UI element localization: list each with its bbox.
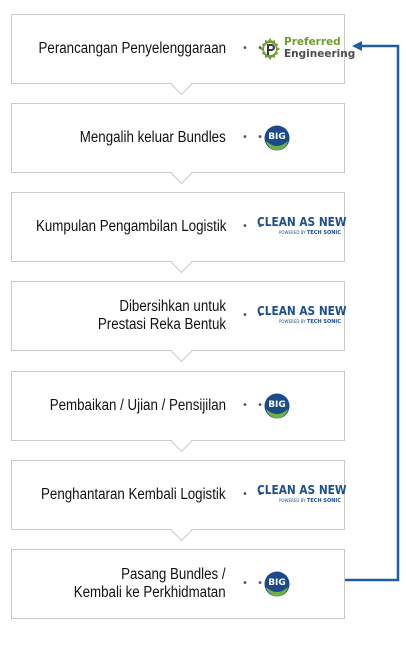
step-dibersihkan-untuk-prestasi: Dibersihkan untuk Prestasi Reka Bentuk •… [11,281,347,363]
big-badge-icon [264,393,290,419]
dotted-connector: • • [242,221,266,232]
step-kumpulan-pengambilan-logistik: Kumpulan Pengambilan Logistik • • CLEAN … [11,192,347,274]
step-penghantaran-kembali-logistik: Penghantaran Kembali Logistik • • CLEAN … [11,460,347,542]
big-badge-icon [264,125,290,151]
step-label: Pasang Bundles / Kembali ke Perkhidmatan [74,566,226,601]
clean-as-new-logo: CLEAN AS NEW POWERED BY TECH SONIC [257,304,347,325]
arrow-head-icon [352,41,362,51]
dotted-connector: • • [242,578,266,589]
step-pasang-bundles-kembali: Pasang Bundles / Kembali ke Perkhidmatan… [11,549,345,619]
big-badge-icon [264,571,290,597]
step-label: Kumpulan Pengambilan Logistik [35,218,226,235]
dotted-connector: • • [242,132,266,143]
step-perancangan-penyelenggaraan: Perancangan Penyelenggaraan • • Preferre… [11,14,355,96]
gear-icon [260,38,280,60]
step-label: Mengalih keluar Bundles [80,129,226,146]
dotted-connector: • • [242,489,266,500]
logo-line-1: Preferred [284,36,341,48]
connector-line [345,44,400,582]
step-mengalih-keluar-bundles: Mengalih keluar Bundles • • BIG [11,103,345,185]
dotted-connector: • • [242,43,266,54]
preferred-engineering-logo: Preferred Engineering [258,36,355,62]
clean-as-new-logo: CLEAN AS NEW POWERED BY TECH SONIC [257,483,347,504]
step-pembaikan-ujian-pensijilan: Pembaikan / Ujian / Pensijilan • • BIG [11,371,345,453]
step-label: Penghantaran Kembali Logistik [41,486,226,503]
step-label: Pembaikan / Ujian / Pensijilan [49,397,226,414]
step-label: Dibersihkan untuk Prestasi Reka Bentuk [97,298,226,333]
clean-as-new-logo: CLEAN AS NEW POWERED BY TECH SONIC [257,215,347,236]
dotted-connector: • • [242,310,266,321]
big-logo: BIG [264,393,290,419]
logo-line-2: Engineering [284,48,356,60]
dotted-connector: • • [242,400,266,411]
big-logo: BIG [264,571,290,597]
big-logo: BIG [264,125,290,151]
step-label: Perancangan Penyelenggaraan [38,40,226,57]
